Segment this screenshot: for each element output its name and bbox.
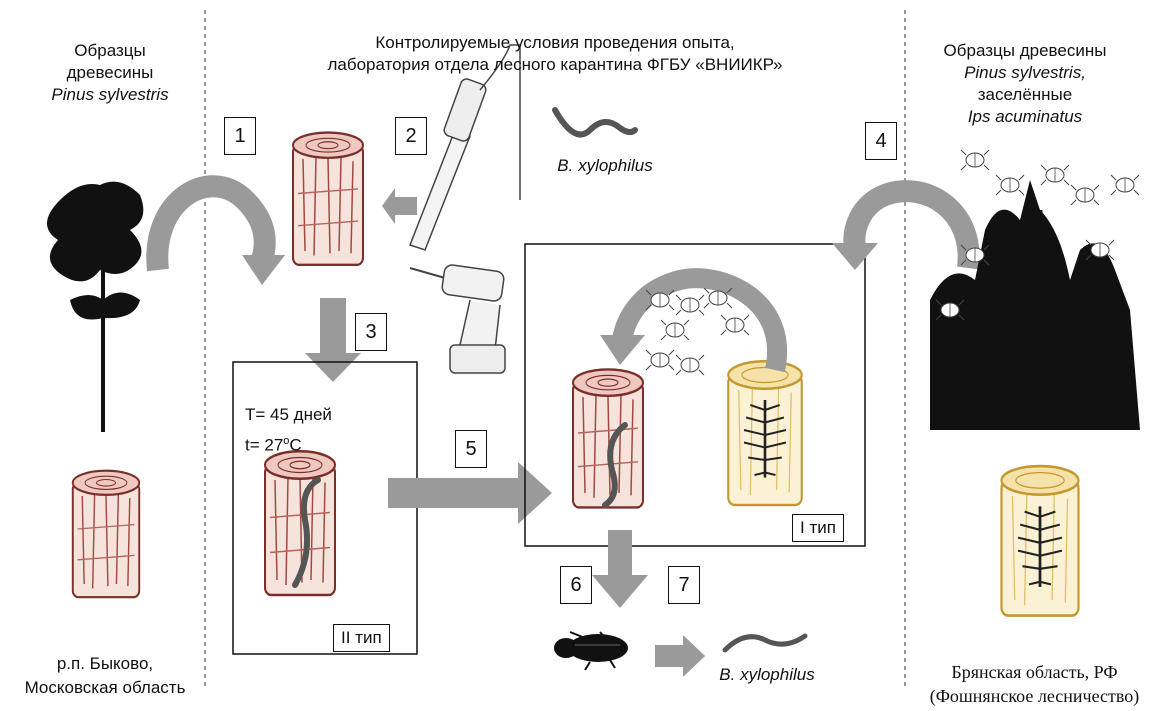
drill-icon bbox=[410, 264, 505, 373]
log-left-icon bbox=[73, 471, 140, 598]
right-beetle: Ips acuminatus bbox=[900, 106, 1150, 128]
left-species: Pinus sylvestris bbox=[35, 84, 185, 106]
right-location-line1: Брянская область, РФ bbox=[905, 660, 1164, 684]
arrow-7 bbox=[655, 635, 705, 677]
temp-value: t= 27 bbox=[245, 436, 283, 455]
arrow-1 bbox=[157, 186, 285, 285]
right-title: Образцы древесины Pinus sylvestris, засе… bbox=[900, 40, 1150, 128]
right-title-line1: Образцы древесины bbox=[900, 40, 1150, 62]
left-title: Образцы древесины Pinus sylvestris bbox=[35, 40, 185, 106]
left-location: р.п. Быково, Московская область bbox=[0, 652, 210, 700]
left-title-line1: Образцы bbox=[35, 40, 185, 62]
condition-time: T= 45 дней bbox=[245, 404, 332, 426]
type-II-label: II тип bbox=[333, 624, 390, 652]
right-species: Pinus sylvestris, bbox=[900, 62, 1150, 84]
log-infected-icon bbox=[573, 369, 643, 507]
condition-temperature: t= 27oC bbox=[245, 430, 302, 457]
step-5: 5 bbox=[455, 430, 487, 468]
pine-tree-icon bbox=[47, 182, 143, 432]
step-4: 4 bbox=[865, 122, 897, 160]
type-I-label: I тип bbox=[792, 514, 844, 542]
arrow-6 bbox=[592, 530, 648, 608]
arrow-2 bbox=[382, 188, 417, 224]
arrow-inner-curve bbox=[600, 278, 777, 370]
log-bark-beetle-icon bbox=[728, 361, 802, 505]
temp-unit: C bbox=[289, 436, 301, 455]
step-7: 7 bbox=[668, 566, 700, 604]
left-title-line2: древесины bbox=[35, 62, 185, 84]
nematode-label-top: B. xylophilus bbox=[550, 155, 660, 177]
step-1: 1 bbox=[224, 117, 256, 155]
center-title: Контролируемые условия проведения опыта,… bbox=[250, 32, 860, 76]
log-top-icon bbox=[293, 133, 363, 265]
right-title-line3: заселённые bbox=[900, 84, 1150, 106]
arrow-3 bbox=[305, 298, 361, 382]
arrow-4 bbox=[832, 191, 969, 270]
beetle-icon bbox=[554, 632, 628, 670]
left-location-line2: Московская область bbox=[0, 676, 210, 700]
nematode-top-icon bbox=[555, 110, 635, 135]
nematode-bottom-icon bbox=[725, 636, 805, 650]
arrow-5 bbox=[388, 462, 552, 524]
center-title-line2: лаборатория отдела лесного карантина ФГБ… bbox=[250, 54, 860, 76]
center-title-line1: Контролируемые условия проведения опыта, bbox=[250, 32, 860, 54]
left-location-line1: р.п. Быково, bbox=[0, 652, 210, 676]
step-2: 2 bbox=[395, 117, 427, 155]
right-location: Брянская область, РФ (Фошнянское лесниче… bbox=[905, 660, 1164, 708]
step-6: 6 bbox=[560, 566, 592, 604]
right-location-line2: (Фошнянское лесничество) bbox=[905, 684, 1164, 708]
step-3: 3 bbox=[355, 313, 387, 351]
log-right-icon bbox=[1002, 466, 1079, 615]
beetles-swarm-center-icon bbox=[646, 288, 749, 375]
nematode-label-bottom: B. xylophilus bbox=[712, 664, 822, 686]
